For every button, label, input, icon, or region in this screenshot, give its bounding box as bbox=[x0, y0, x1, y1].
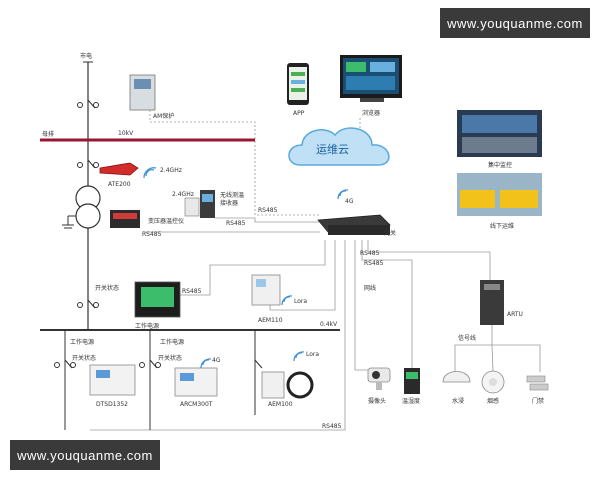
browser-label: 浏览器 bbox=[362, 109, 380, 117]
artu-to-door-line bbox=[492, 344, 541, 372]
g4-label-bottom: 4G bbox=[212, 357, 221, 364]
transformer-icon bbox=[75, 185, 101, 229]
switch-state-label-2: 开关状态 bbox=[72, 354, 96, 362]
rs485-label-d: RS485 bbox=[182, 288, 202, 295]
freq1-label: 2.4GHz bbox=[160, 167, 182, 174]
work-power-meter[interactable] bbox=[134, 281, 181, 318]
switch-state-label-3: 开关状态 bbox=[158, 354, 182, 362]
work-power-label-2: 工作电源 bbox=[70, 338, 94, 346]
url-banner-bottom: www.youquanme.com bbox=[10, 440, 160, 470]
artu-to-smoke-line bbox=[491, 344, 494, 373]
central-monitor-photo bbox=[457, 110, 542, 157]
receiver-to-gateway-line bbox=[215, 217, 320, 223]
cloud-icon bbox=[288, 127, 390, 166]
monitor-label: 变压器温控仪 bbox=[148, 217, 184, 225]
switch-icon bbox=[54, 359, 263, 369]
browser-monitor[interactable] bbox=[340, 55, 402, 102]
wifi-icon bbox=[281, 295, 293, 306]
antenna-4g-icon bbox=[337, 189, 349, 200]
ground-icon bbox=[62, 215, 76, 229]
kv04-label: 0.4kV bbox=[320, 321, 338, 328]
rs485-label-a: RS485 bbox=[258, 207, 278, 214]
temp-humidity-label: 温湿度 bbox=[402, 397, 420, 405]
rs485-label-e: RS485 bbox=[360, 250, 380, 257]
smoke-label: 烟感 bbox=[487, 397, 499, 405]
switch-icon bbox=[77, 99, 99, 309]
gateway-to-artu-line bbox=[367, 240, 491, 280]
aem100-device-bottom[interactable] bbox=[261, 371, 314, 399]
connection-lines bbox=[90, 110, 541, 431]
wifi-icon bbox=[293, 351, 305, 362]
aem110-label: AEM110 bbox=[258, 317, 283, 324]
camera-sensor[interactable] bbox=[367, 367, 391, 390]
kv10-label: 10kV bbox=[118, 130, 134, 137]
main-feeder bbox=[40, 61, 340, 331]
arcm-label: ARCM300T bbox=[180, 401, 213, 408]
small-meter[interactable] bbox=[184, 197, 200, 217]
artu-signal-line bbox=[454, 325, 493, 372]
offline-ops-label: 线下运维 bbox=[490, 222, 514, 230]
artu-label: ARTU bbox=[507, 311, 523, 318]
gateway-device[interactable] bbox=[317, 214, 391, 235]
central-monitor-label: 集中监控 bbox=[488, 161, 512, 169]
ate-label: ATE200 bbox=[108, 181, 131, 188]
camera-label: 摄像头 bbox=[368, 397, 386, 405]
artu-device[interactable] bbox=[480, 280, 504, 325]
rs485-label-g: RS485 bbox=[322, 423, 342, 430]
receiver-label-2: 接收器 bbox=[220, 199, 238, 207]
switch-state-label-1: 开关状态 bbox=[95, 284, 119, 292]
cloud-label: 运维云 bbox=[316, 143, 349, 156]
aem100-label: AEM100 bbox=[268, 401, 293, 408]
phone-app[interactable] bbox=[287, 63, 309, 105]
gateway-to-temp-line bbox=[361, 240, 413, 370]
wifi-icon bbox=[143, 167, 157, 179]
url-banner-top: www.youquanme.com bbox=[440, 8, 590, 38]
protection-to-gateway-line bbox=[149, 110, 320, 216]
door-label: 门禁 bbox=[532, 397, 544, 405]
water-leak-sensor[interactable] bbox=[442, 371, 471, 383]
door-sensor[interactable] bbox=[526, 375, 549, 391]
temp-humidity-sensor[interactable] bbox=[404, 368, 420, 394]
bottom-rs485-line bbox=[90, 240, 346, 431]
receiver-label-1: 无线测温 bbox=[220, 191, 244, 199]
gateway-label: 网关 bbox=[384, 229, 396, 237]
freq2-label: 2.4GHz bbox=[172, 191, 194, 198]
water-leak-label: 水浸 bbox=[452, 397, 464, 405]
lower-feeders bbox=[54, 330, 263, 430]
work-power-label-1: 工作电源 bbox=[135, 322, 159, 330]
rs485-label-f: RS485 bbox=[364, 260, 384, 267]
arcm300t-device[interactable] bbox=[174, 367, 218, 397]
network-label: 网线 bbox=[364, 284, 376, 292]
lora-label-a: Lora bbox=[294, 298, 307, 305]
wireless-receiver[interactable] bbox=[200, 190, 215, 218]
app-label: APP bbox=[293, 110, 305, 117]
transformer-temp-monitor[interactable] bbox=[110, 210, 140, 228]
g4-label-top: 4G bbox=[345, 198, 354, 205]
dts-label: DTSD1352 bbox=[96, 401, 128, 408]
smoke-sensor[interactable] bbox=[481, 370, 505, 394]
ate200-sensor[interactable] bbox=[99, 162, 139, 176]
protection-label: AM保护 bbox=[153, 112, 174, 120]
meter-to-gateway-line bbox=[180, 240, 326, 296]
wifi-icon bbox=[200, 358, 212, 369]
aem110-device-top[interactable] bbox=[251, 274, 281, 306]
rs485-label-b: RS485 bbox=[226, 220, 246, 227]
rs485-label-c: RS485 bbox=[142, 231, 162, 238]
signal-line-label: 信号线 bbox=[458, 334, 476, 342]
offline-ops-photo bbox=[457, 173, 542, 216]
work-power-label-3: 工作电源 bbox=[160, 338, 184, 346]
lora-label-b: Lora bbox=[306, 351, 319, 358]
protection-relay[interactable] bbox=[129, 74, 156, 111]
dtsd1352-meter[interactable] bbox=[89, 364, 136, 396]
bus-label: 母排 bbox=[42, 130, 54, 138]
grid-label: 市电 bbox=[80, 52, 92, 60]
labels: 市电 AM保护 母排 10kV 2.4GHz 2.4GHz ATE200 无线测… bbox=[42, 52, 544, 430]
